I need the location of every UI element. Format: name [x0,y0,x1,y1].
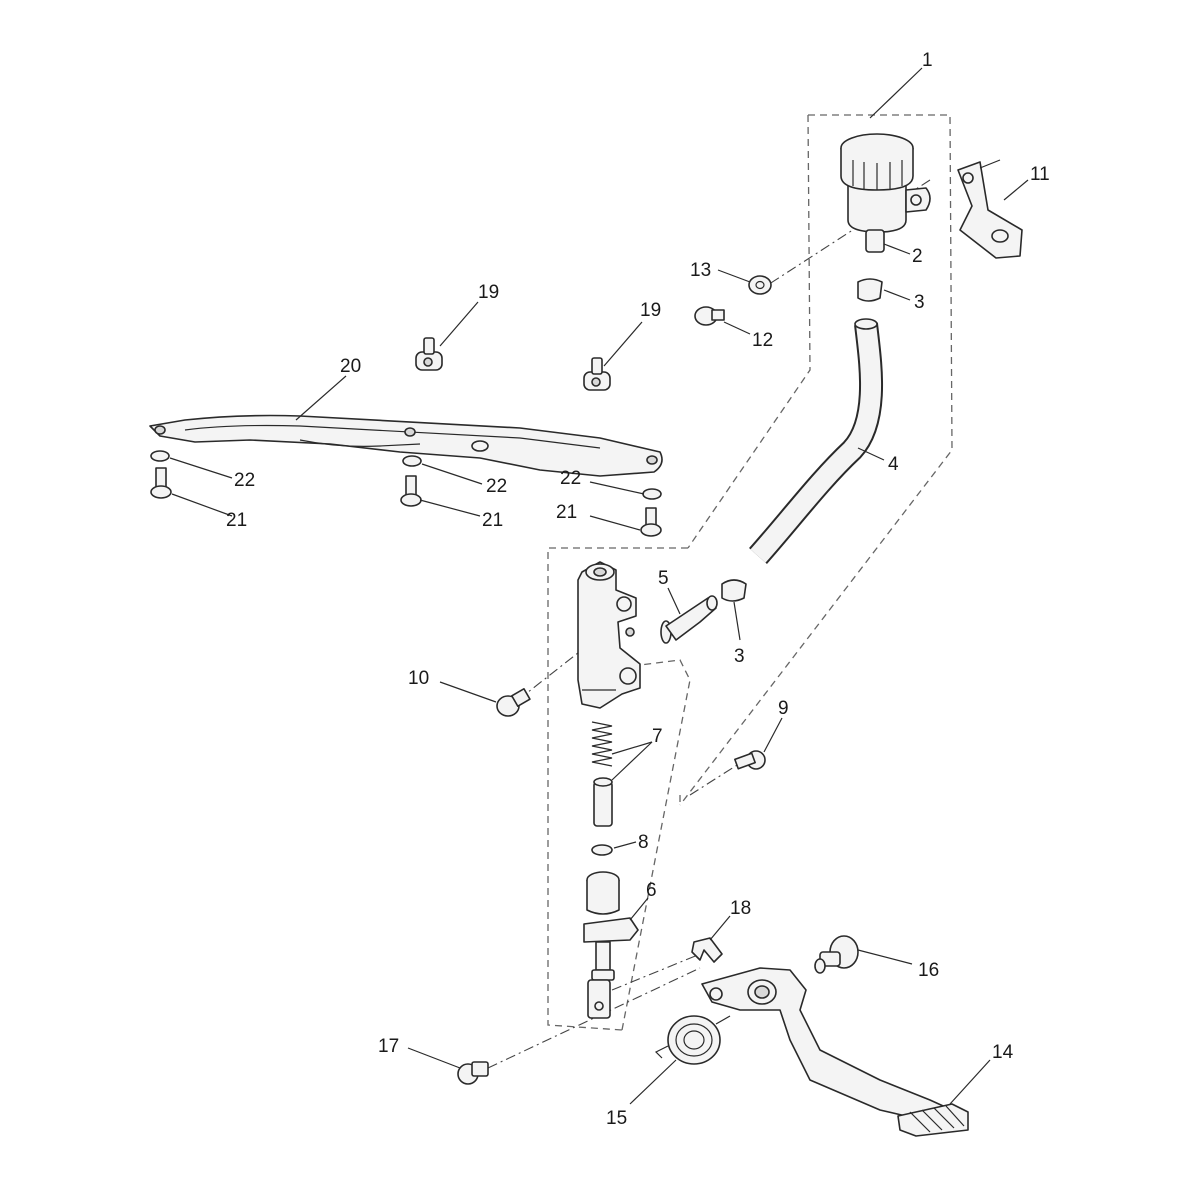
callout-18: 18 [730,898,751,919]
hose-clip-upper [857,278,883,302]
washer-13 [748,275,772,295]
return-spring-15 [654,1015,731,1065]
cable-clip-right [583,357,611,391]
callout-labels: 1 2 3 3 4 5 6 7 8 9 10 11 12 13 14 15 16… [226,50,1050,1129]
callout-22-left: 22 [234,470,255,491]
callout-11: 11 [1030,164,1050,185]
alignment-line-bolt-9 [689,759,746,796]
bolt-9 [734,750,766,770]
leader-lines [169,67,1029,1105]
callout-7: 7 [652,726,663,747]
reservoir-hose [749,318,883,564]
callout-9: 9 [778,698,789,719]
callout-20: 20 [340,356,361,377]
alignment-line-pin-17 [487,967,701,1069]
cable-clip-left [415,337,443,371]
screw-21-right [640,507,662,537]
reservoir [840,133,931,253]
callout-21-left: 21 [226,510,247,531]
callout-21-middle: 21 [482,510,503,531]
brake-pedal-14 [701,967,969,1137]
push-rod-6 [583,871,639,1019]
callout-21-right: 21 [556,502,577,523]
callout-5: 5 [658,568,669,589]
callout-8: 8 [638,832,649,853]
callout-16: 16 [918,960,939,981]
washer-22-right [642,488,662,500]
hose-clip-lower [721,579,747,602]
callout-2: 2 [912,246,923,267]
callout-15: 15 [606,1108,627,1129]
washer-22-left [150,450,170,462]
alignment-line-clip [611,949,711,991]
reservoir-bracket [957,161,1023,259]
bolt-10 [496,688,531,717]
callout-22-middle: 22 [486,476,507,497]
callout-17: 17 [378,1036,399,1057]
callout-14: 14 [992,1042,1014,1063]
callout-10: 10 [408,668,429,689]
callout-3-lower: 3 [734,646,745,667]
bolt-12 [694,306,725,326]
callout-3-upper: 3 [914,292,925,313]
callout-22-right: 22 [560,468,581,489]
master-cylinder-body [577,561,641,709]
clevis-pin-17 [457,1061,489,1085]
assembly-outline-upper [679,114,953,806]
callout-19-right: 19 [640,300,661,321]
piston-7 [593,777,613,827]
assembly-outline-lower [547,547,691,1031]
alignment-line-reservoir [759,179,931,291]
pivot-bolt-16 [814,935,859,974]
spring-clip-18 [691,937,723,963]
screw-21-left [150,467,172,499]
callout-19-left: 19 [478,282,499,303]
screw-21-middle [400,475,422,507]
callout-13: 13 [690,260,711,281]
rail-20 [149,414,663,477]
hose-union-5 [660,595,718,644]
callout-1: 1 [922,50,933,71]
callout-4: 4 [888,454,899,475]
callout-6: 6 [646,880,657,901]
o-ring-8 [591,844,613,856]
callout-12: 12 [752,330,773,351]
washer-22-middle [402,455,422,467]
spring-7 [591,721,613,767]
